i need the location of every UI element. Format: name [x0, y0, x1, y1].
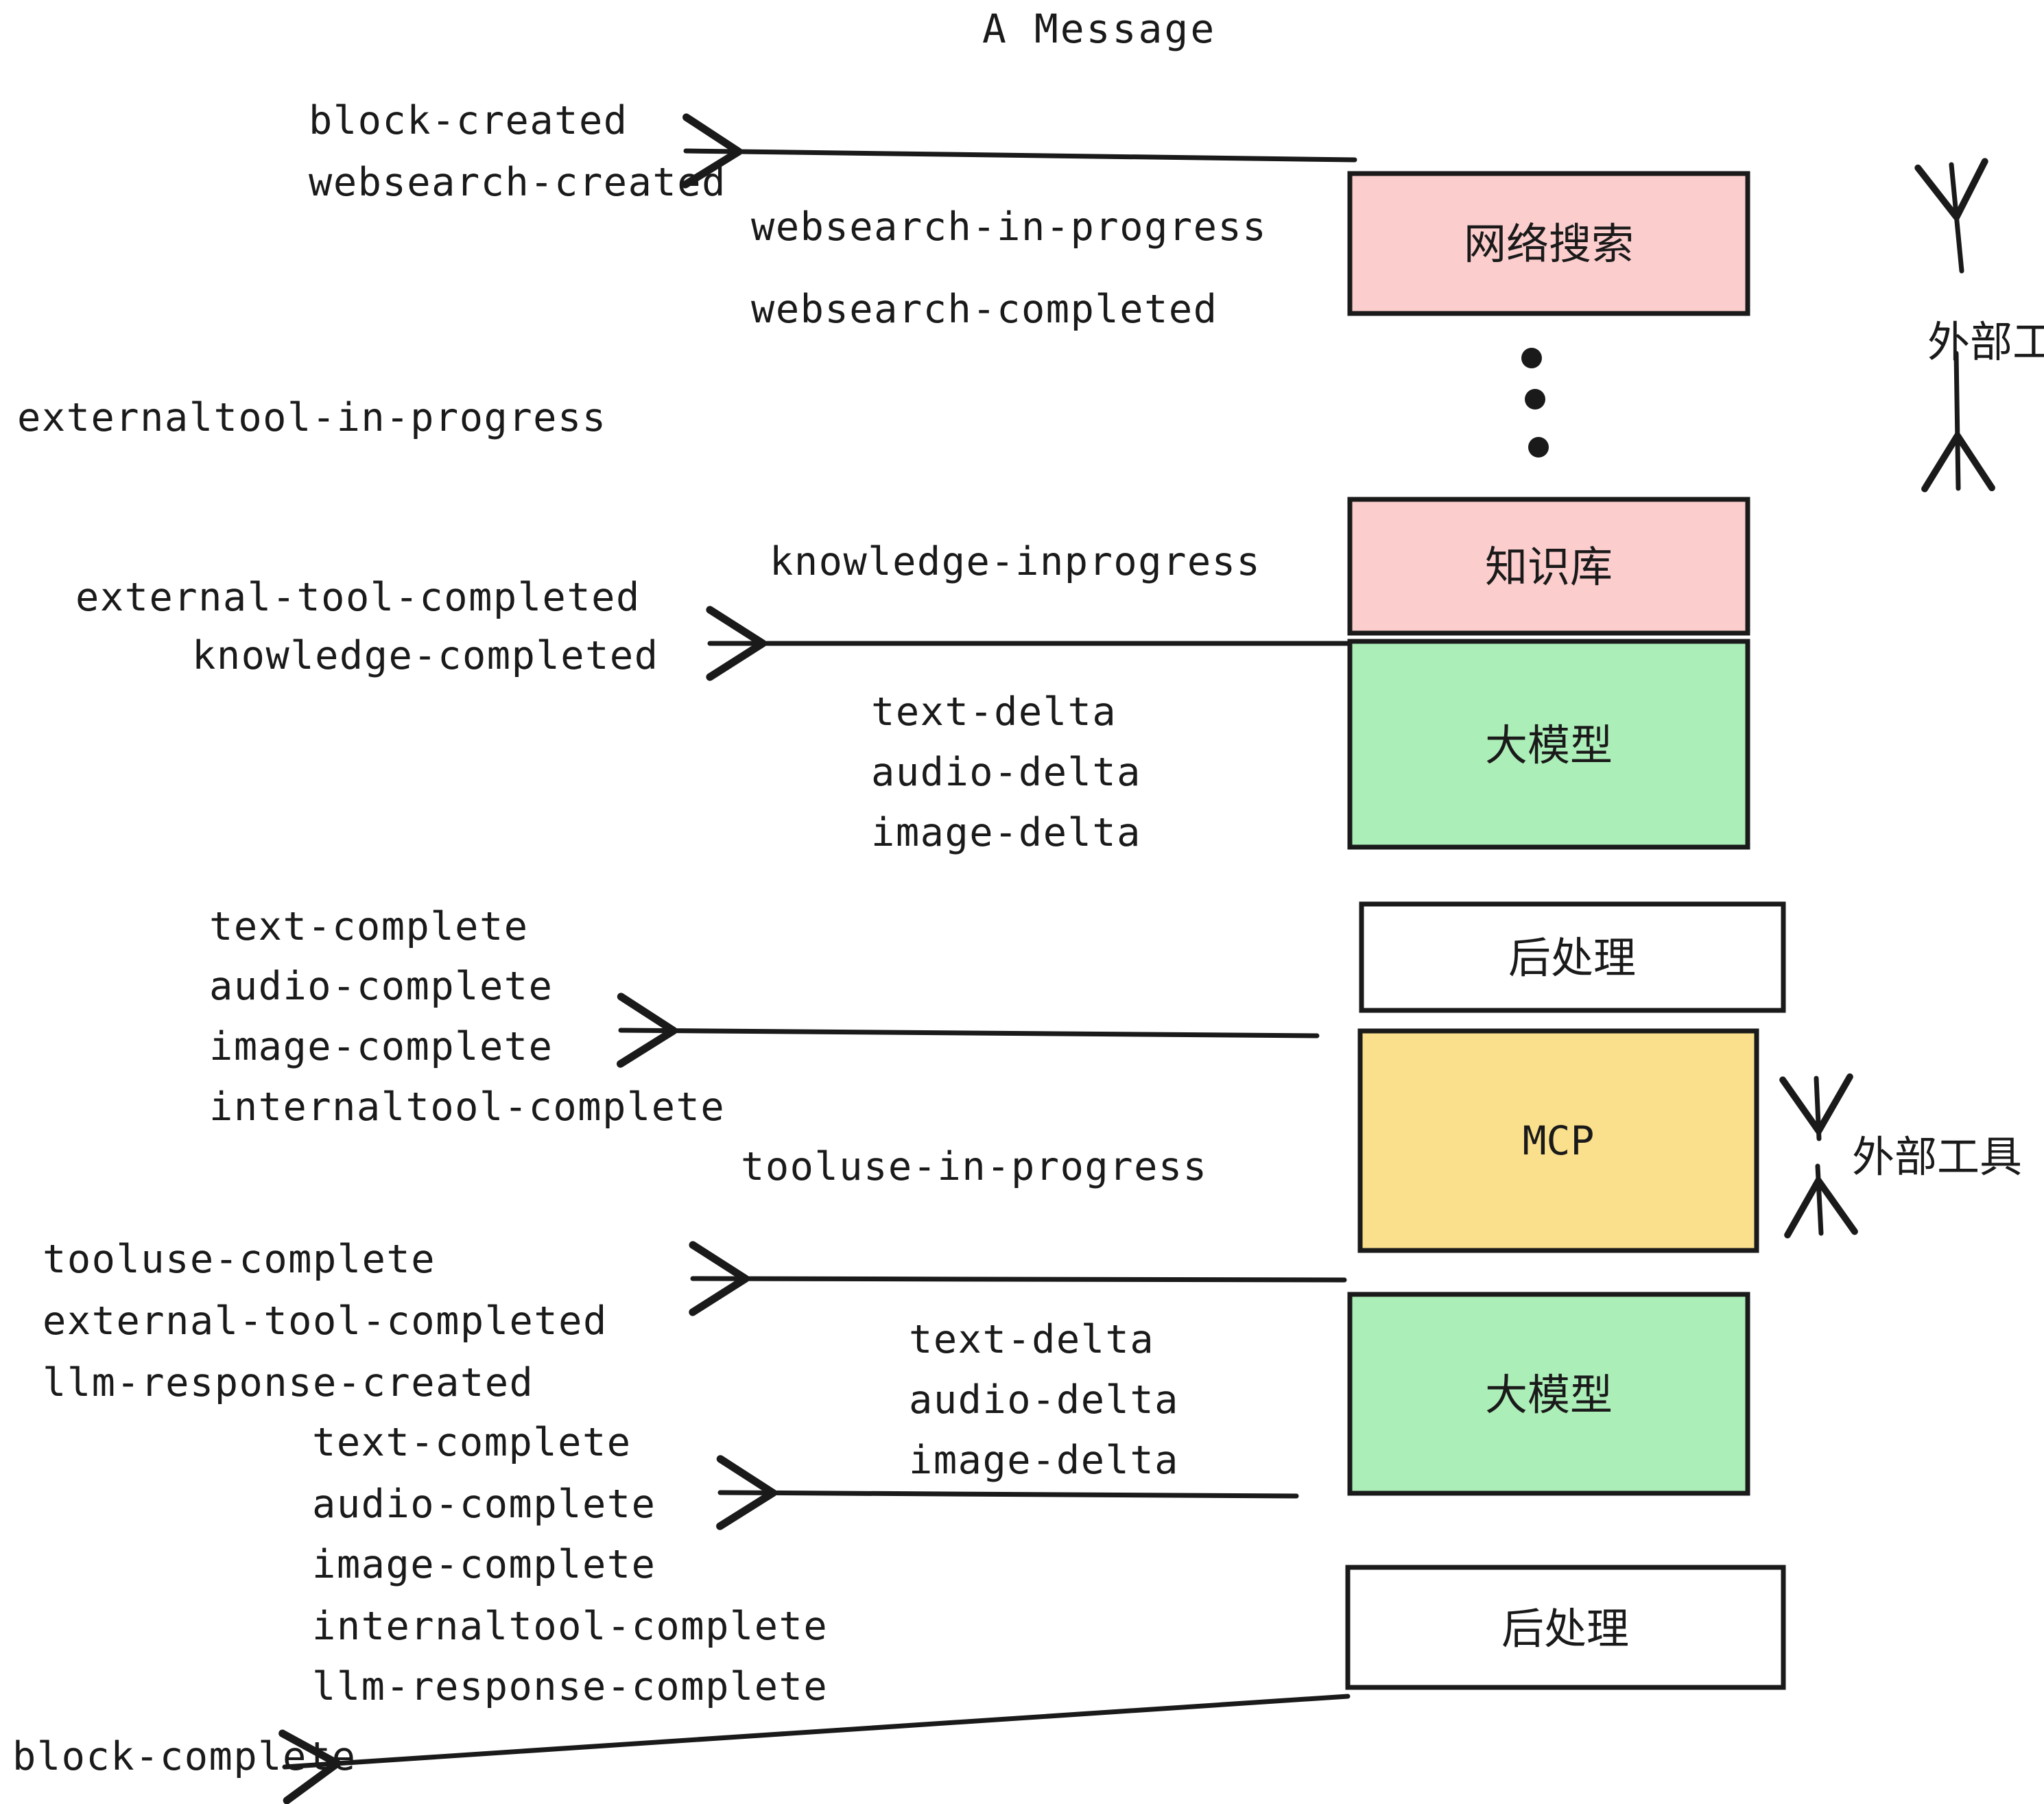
node-websearch-rect: [1347, 171, 1750, 316]
event-block-complete: block-complete: [12, 1734, 356, 1779]
arrow-audio-complete: [716, 1455, 1299, 1530]
event-websearch-completed: websearch-completed: [751, 287, 1218, 332]
event-external-tool-completed-1: external-tool-completed: [75, 575, 641, 620]
arrow-image-complete: [617, 993, 1320, 1068]
ellipsis-dot: [1521, 348, 1542, 368]
external-tools-annotation-top: 外部工具: [1914, 158, 2044, 492]
event-text-complete-2: text-complete: [312, 1420, 632, 1465]
arrow-up-external-top: [1914, 158, 1988, 274]
event-audio-delta-1: audio-delta: [871, 750, 1141, 795]
node-knowledge[interactable]: 知识库: [1347, 497, 1750, 636]
event-audio-delta-2: audio-delta: [909, 1377, 1179, 1423]
event-knowledge-completed: knowledge-completed: [192, 633, 659, 678]
event-text-delta-1: text-delta: [871, 689, 1117, 735]
ellipsis-dot: [1528, 437, 1549, 458]
node-postprocess-2-rect: [1345, 1565, 1786, 1690]
event-image-complete-2: image-complete: [312, 1542, 656, 1587]
ellipsis-dot: [1525, 389, 1545, 410]
event-llm-response-created: llm-response-created: [43, 1360, 534, 1405]
event-tooluse-complete: tooluse-complete: [43, 1237, 436, 1282]
node-llm-2[interactable]: 大模型: [1347, 1292, 1750, 1496]
event-text-complete-1: text-complete: [209, 904, 529, 949]
event-tooluse-in-progress: tooluse-in-progress: [741, 1144, 1208, 1189]
event-image-delta-1: image-delta: [871, 810, 1141, 855]
node-knowledge-rect: [1347, 497, 1750, 636]
node-websearch-label: 网络搜索: [1464, 219, 1634, 269]
event-knowledge-inprogress: knowledge-inprogress: [770, 539, 1261, 584]
node-llm-2-rect: [1347, 1292, 1750, 1496]
node-mcp-rect: [1357, 1028, 1759, 1253]
external-tools-annotation-bottom: 外部工具: [1779, 1073, 2022, 1239]
arrow-block-created: [681, 113, 1357, 189]
external-tools-label-bottom: 外部工具: [1852, 1132, 2022, 1182]
event-external-tool-completed-2: external-tool-completed: [43, 1298, 608, 1344]
arrow-block-complete: [278, 1694, 1351, 1804]
node-postprocess-1-rect: [1359, 901, 1786, 1013]
node-mcp[interactable]: MCP: [1357, 1028, 1759, 1253]
event-text-delta-2: text-delta: [909, 1317, 1154, 1362]
event-llm-response-complete: llm-response-complete: [312, 1664, 828, 1709]
event-externaltool-in-progress: externaltool-in-progress: [17, 395, 607, 440]
node-llm-1-rect: [1347, 639, 1750, 850]
node-postprocess-1[interactable]: 后处理: [1359, 901, 1786, 1013]
node-postprocess-2[interactable]: 后处理: [1345, 1565, 1786, 1690]
event-audio-complete-1: audio-complete: [209, 964, 553, 1009]
event-audio-complete-2: audio-complete: [312, 1482, 656, 1527]
node-mcp-label: MCP: [1523, 1117, 1595, 1164]
arrow-tooluse-complete: [689, 1241, 1347, 1316]
node-websearch[interactable]: 网络搜索: [1347, 171, 1750, 316]
event-internaltool-complete-1: internaltool-complete: [209, 1084, 725, 1130]
node-postprocess-1-label: 后处理: [1508, 933, 1636, 983]
node-knowledge-label: 知识库: [1485, 542, 1613, 592]
page-title: A Message: [982, 5, 1216, 52]
arrow-down-external-bottom: [1784, 1163, 1858, 1239]
event-websearch-created: websearch-created: [309, 160, 726, 205]
event-websearch-in-progress: websearch-in-progress: [751, 204, 1267, 250]
node-llm-1-label: 大模型: [1485, 720, 1613, 770]
event-internaltool-complete-2: internaltool-complete: [312, 1604, 828, 1649]
node-postprocess-2-label: 后处理: [1501, 1604, 1629, 1654]
arrow-up-external-bottom: [1779, 1073, 1853, 1141]
node-llm-1[interactable]: 大模型: [1347, 639, 1750, 850]
external-tools-label-top: 外部工具: [1927, 317, 2044, 367]
arrow-down-external-top: [1921, 351, 1995, 492]
event-image-complete-1: image-complete: [209, 1024, 553, 1069]
ellipsis-dots: [1521, 348, 1549, 458]
event-image-delta-2: image-delta: [909, 1438, 1179, 1483]
node-llm-2-label: 大模型: [1485, 1370, 1613, 1420]
event-block-created: block-created: [309, 98, 628, 143]
